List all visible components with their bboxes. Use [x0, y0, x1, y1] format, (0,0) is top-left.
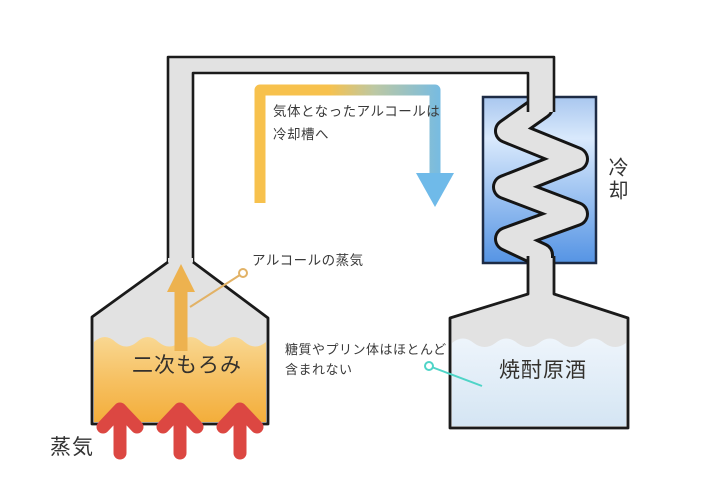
cooling-coil-tube	[495, 85, 586, 300]
pot-label: 二次もろみ	[132, 354, 242, 377]
flow-gradient-arrow	[254, 84, 454, 207]
steam-arrow	[216, 402, 264, 460]
steam-arrow	[156, 402, 204, 460]
sugar-note: 糖質やプリン体はほとんど 含まれない	[285, 340, 447, 380]
distillate-label: 焼酎原酒	[499, 359, 587, 382]
vapor-arrow	[167, 264, 195, 351]
receiver-outline	[448, 256, 630, 430]
receiver-body	[448, 256, 630, 430]
steam-label: 蒸気	[50, 436, 94, 459]
cooling-coil	[492, 82, 589, 303]
steam-arrows	[96, 402, 264, 460]
sugar-leader-line	[428, 365, 483, 387]
sugar-leader-dot	[424, 361, 434, 371]
vapor-leader	[189, 268, 248, 308]
condenser-pipe-outline	[166, 55, 556, 266]
vapor-leader-dot	[238, 268, 248, 278]
sugar-leader	[424, 361, 483, 387]
sugar-note-line2: 含まれない	[285, 362, 353, 377]
flow-arrowhead	[416, 173, 454, 207]
vapor-label: アルコールの蒸気	[252, 253, 364, 268]
vapor-arrowhead	[167, 264, 195, 292]
sugar-note-line1: 糖質やプリン体はほとんど	[285, 342, 447, 357]
cooling-label: 冷却	[605, 157, 627, 203]
flow-note-line2: 冷却槽へ	[273, 127, 329, 142]
flow-note: 気体となったアルコールは 冷却槽へ	[273, 100, 440, 146]
condenser-pipe	[166, 55, 556, 266]
distillate-liquid	[452, 338, 626, 426]
vapor-leader-line	[189, 272, 244, 308]
steam-arrow	[96, 402, 144, 460]
pot-mash-liquid	[94, 337, 266, 422]
flow-arrow-path	[254, 84, 441, 203]
flow-note-line1: 気体となったアルコールは	[273, 104, 441, 119]
